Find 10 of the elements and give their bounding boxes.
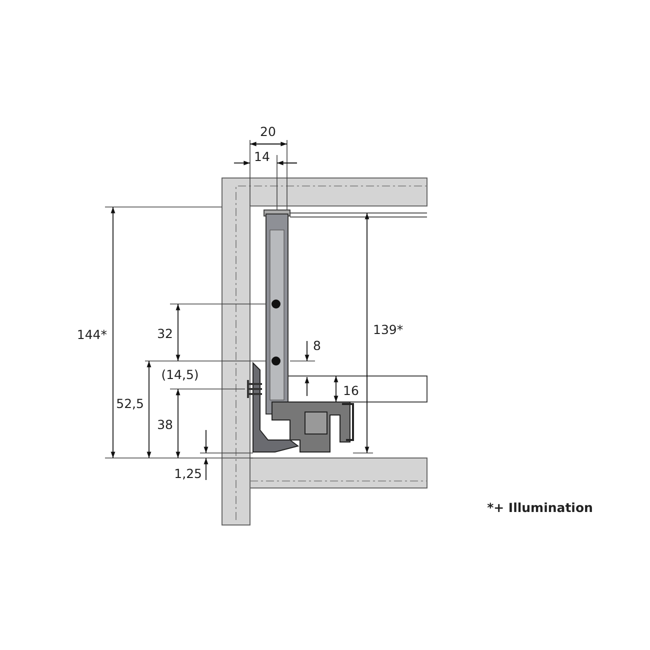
dimension-value: (14,5) (160, 368, 200, 382)
dimension-value: 52,5 (115, 396, 145, 412)
dimension-value: 32 (156, 326, 174, 342)
dimension-value: 139* (372, 322, 404, 338)
footnote: *+ Illumination (486, 500, 594, 516)
dimension-value: 38 (156, 418, 174, 432)
dimension-value: 16 (342, 384, 360, 398)
dimension-value: 20 (259, 124, 277, 140)
dimension-value: 8 (312, 338, 322, 354)
dimension-value: 1,25 (173, 466, 203, 482)
